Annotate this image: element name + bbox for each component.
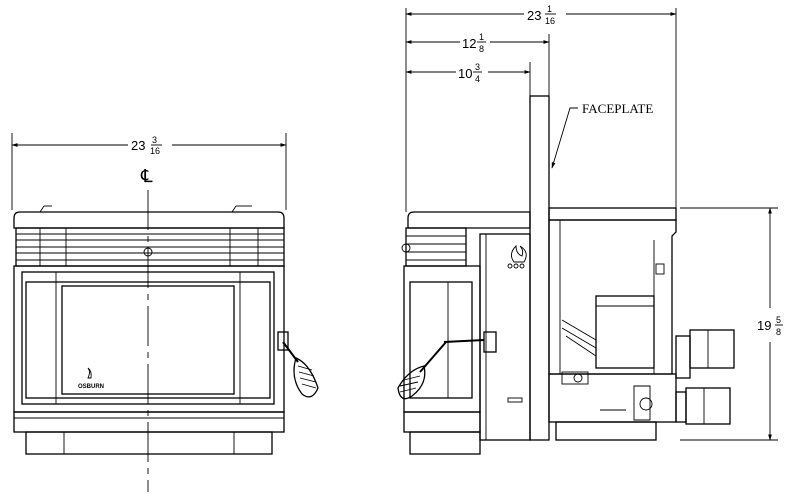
svg-text:19: 19	[757, 318, 771, 333]
faceplate	[529, 95, 550, 441]
side-inner-dimension: 10 3 4	[405, 62, 531, 84]
front-glass-outer	[25, 281, 271, 399]
faceplate-leader	[551, 107, 578, 169]
front-top-cap	[13, 211, 285, 229]
side-base	[409, 431, 481, 455]
flame-logo-icon	[507, 244, 527, 269]
hopper-box	[595, 295, 655, 369]
side-height-dimension: 19 5 8	[680, 207, 783, 441]
svg-text:16: 16	[545, 16, 555, 26]
centerline-symbol: ℄	[140, 166, 153, 186]
svg-text:1: 1	[479, 32, 484, 42]
svg-text:4: 4	[475, 74, 480, 84]
front-width-dimension: 23 3 16	[11, 133, 287, 210]
intake-pipe	[685, 387, 731, 425]
svg-text:3: 3	[475, 62, 480, 72]
front-glass	[61, 285, 235, 395]
front-view: 23 3 16 ℄	[11, 133, 319, 492]
front-door-handle	[277, 331, 319, 398]
side-mid-dimension: 12 1 8	[405, 32, 550, 54]
front-width-whole: 23	[131, 138, 145, 153]
svg-text:8: 8	[776, 327, 781, 337]
side-body-front	[479, 233, 531, 441]
svg-text:5: 5	[776, 315, 781, 325]
side-door-handle	[397, 331, 497, 400]
front-logo: OSBURN	[78, 367, 104, 390]
svg-text:10: 10	[458, 66, 472, 81]
svg-text:23: 23	[527, 8, 541, 23]
svg-text:OSBURN: OSBURN	[78, 384, 104, 390]
exhaust-pipe	[689, 329, 735, 369]
front-lower-trim	[13, 411, 285, 433]
faceplate-label: FACEPLATE	[582, 101, 653, 116]
front-width-numerator: 3	[152, 135, 157, 145]
front-door-inner	[21, 271, 275, 405]
exhaust-collar	[675, 335, 691, 379]
front-base	[25, 431, 273, 455]
svg-text:12: 12	[462, 36, 476, 51]
front-door-frame	[13, 265, 285, 413]
side-view: 23 1 16 12 1 8 10 3 4	[397, 4, 783, 455]
svg-text:1: 1	[547, 4, 552, 14]
svg-text:8: 8	[479, 44, 484, 54]
side-rear-body	[548, 207, 735, 441]
front-width-denominator: 16	[150, 146, 160, 156]
side-top-cap	[407, 211, 531, 229]
side-door-frame	[403, 265, 481, 413]
side-overall-dimension: 23 1 16	[405, 4, 677, 26]
